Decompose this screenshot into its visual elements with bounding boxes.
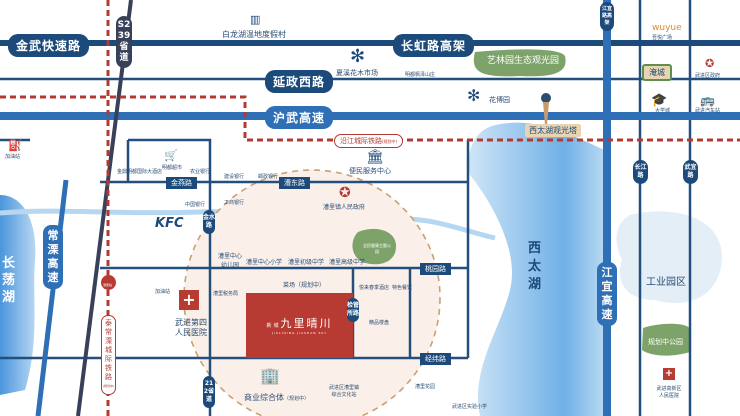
poi-wujin-gov: 武进区政府 [695,73,721,79]
changdang-lake [0,195,36,395]
area-label-planned-park: 规划中公园 [648,338,683,346]
poi-tax: 漕里税务局 [213,291,239,297]
poi-yancheng: 淹城 [642,64,672,81]
project-block [246,293,353,358]
poi-bus: 武进汽车站 [695,108,721,114]
yilin-park-shape [473,49,566,77]
hospital-icon: + [179,290,199,310]
poi-market: 菜场（规划中） [283,282,326,289]
poi-junior: 漕里初级中学 [288,259,325,266]
planned-park-shape [642,323,690,356]
poi-xiaxi: 夏溪花木市场 [336,69,378,77]
poi-university: 大学城 [655,108,671,114]
railway-label-taichang: 泰常溧城际铁路 (规划中) [101,315,116,395]
poi-res2: 漕里花园 [415,384,436,390]
poi-bailong: 白龙湖温地度假村 [222,30,286,39]
project-title: 新城九里晴川 [246,315,353,331]
graduation-cap-icon: 🎓 [651,93,668,108]
flower-icon: ✻ [350,46,366,67]
project-marker[interactable]: 新城九里晴川 JIULIQING JIASHAN SKY [246,293,353,358]
poi-senior: 漕里高级中学 [329,259,366,266]
poi-school-exp: 武进区实验小学 [452,404,488,410]
gas-station-icon: ⛽ [8,139,22,152]
commercial-note: （规划中） [284,396,310,402]
road-label-jiangyi-elevated: 江宜路高架 [600,2,614,31]
road-label-huwu: 沪武高速 [265,106,334,129]
poi-culture: 武进区漕里镇综合文化站 [328,385,359,398]
commercial-name: 商业综合体 [244,393,284,402]
xitai-lake [468,122,605,416]
railway-note: (规划中) [382,139,398,144]
lake-label-xitai: 西太湖 [528,241,542,292]
road-label-changhong: 长虹路高架 [393,34,475,57]
road-label-jinwu: 金武快速路 [8,34,90,57]
railway-note: (规划中) [102,384,115,388]
cart-icon: 🛒 [164,149,178,162]
poi-gas2: 加油站 [155,289,171,295]
government-icon: ✪ [705,57,715,70]
poi-ccb: 建设银行 [224,174,245,180]
poi-wuyue: 吾悦广场 [652,35,673,41]
hospital-icon: + [663,368,675,380]
poi-resort: 悦来春季酒店 [359,285,390,291]
kfc-logo: KFC [155,216,184,231]
poi-town-gov: 漕里镇人民政府 [323,204,366,211]
railway-name: 泰常溧城际铁路 [105,319,112,381]
poi-hotel: 金鼎明都国际大酒店 [117,169,163,175]
poi-restaurant: 特色餐饮 [392,285,413,291]
wuyue-logo: wuyue [652,23,682,33]
poi-abc: 农业银行 [190,169,211,175]
poi-hospital4: 武进第四人民医院 [175,318,207,337]
road-label-s212: 212省道 [203,376,215,408]
railway-name: 沿江城际铁路 [340,137,382,145]
poi-huabo: 花博园 [489,96,510,104]
poi-kinder: 漕里中心幼儿园 [218,253,243,269]
poi-service: 便民服务中心 [349,167,391,175]
poi-mingdu: 明都枫泽山庄 [405,72,436,78]
lake-label-changdang: 长荡湖 [2,256,16,305]
train-station-icon [101,275,116,290]
skyscraper-icon: 🏢 [260,366,280,385]
road-label-jinyan: 金燕路 [166,177,197,189]
road-label-changli: 常溧高速 [43,225,63,289]
area-label-fitness-park: 全民健康主题公园 [363,243,391,254]
area-label-industrial: 工业园区 [646,277,686,288]
poi-primary: 漕里中心小学 [246,259,283,266]
road-label-caodong: 漕东路 [279,177,310,189]
poi-post: 邮政银行 [258,174,279,180]
area-label-yilin: 艺林园生态观光园 [487,56,560,66]
road-label-changjiang: 长江路 [633,160,648,184]
poi-res1: 精品楼盘 [369,320,390,326]
road-label-s239: S239省道 [116,16,132,68]
poi-tower: 西太湖观光塔 [525,124,581,137]
resort-icon: ▥ [250,13,261,26]
industrial-area [616,211,722,303]
bus-icon: 🚌 [700,93,715,107]
government-icon: ✪ [339,185,351,201]
project-name: 九里晴川 [280,317,333,330]
building-icon: 🏛 [366,149,384,165]
road-label-wuyi: 武宜路 [683,160,698,184]
road-label-taoyuan: 桃园路 [420,263,451,275]
road-label-jinshui: 金水路 [203,210,215,234]
poi-icbc: 工商银行 [224,200,245,206]
poi-supermarket: 明都超市 [162,165,183,171]
fitness-park-shape [352,228,397,265]
poi-station: 漕里站 [103,283,113,287]
project-prefix: 新城 [266,323,281,329]
road-label-jingwei: 经纬路 [420,353,451,365]
poi-boc: 中国银行 [185,202,206,208]
poi-hospital-hi: 武进高新区人民医院 [656,386,682,399]
road-label-jiangyi: 江宜高速 [597,262,617,326]
flower-icon: ✻ [467,86,481,105]
road-label-jianguan: 检管所路 [347,298,359,322]
road-label-yanzheng: 延政西路 [265,70,334,93]
railway-label-yanjiang: 沿江城际铁路(规划中) [334,134,404,148]
poi-gas1: 加油站 [5,154,21,160]
poi-commercial: 商业综合体（规划中） [244,392,309,403]
project-en-name: JIULIQING JIASHAN SKY [271,331,328,335]
